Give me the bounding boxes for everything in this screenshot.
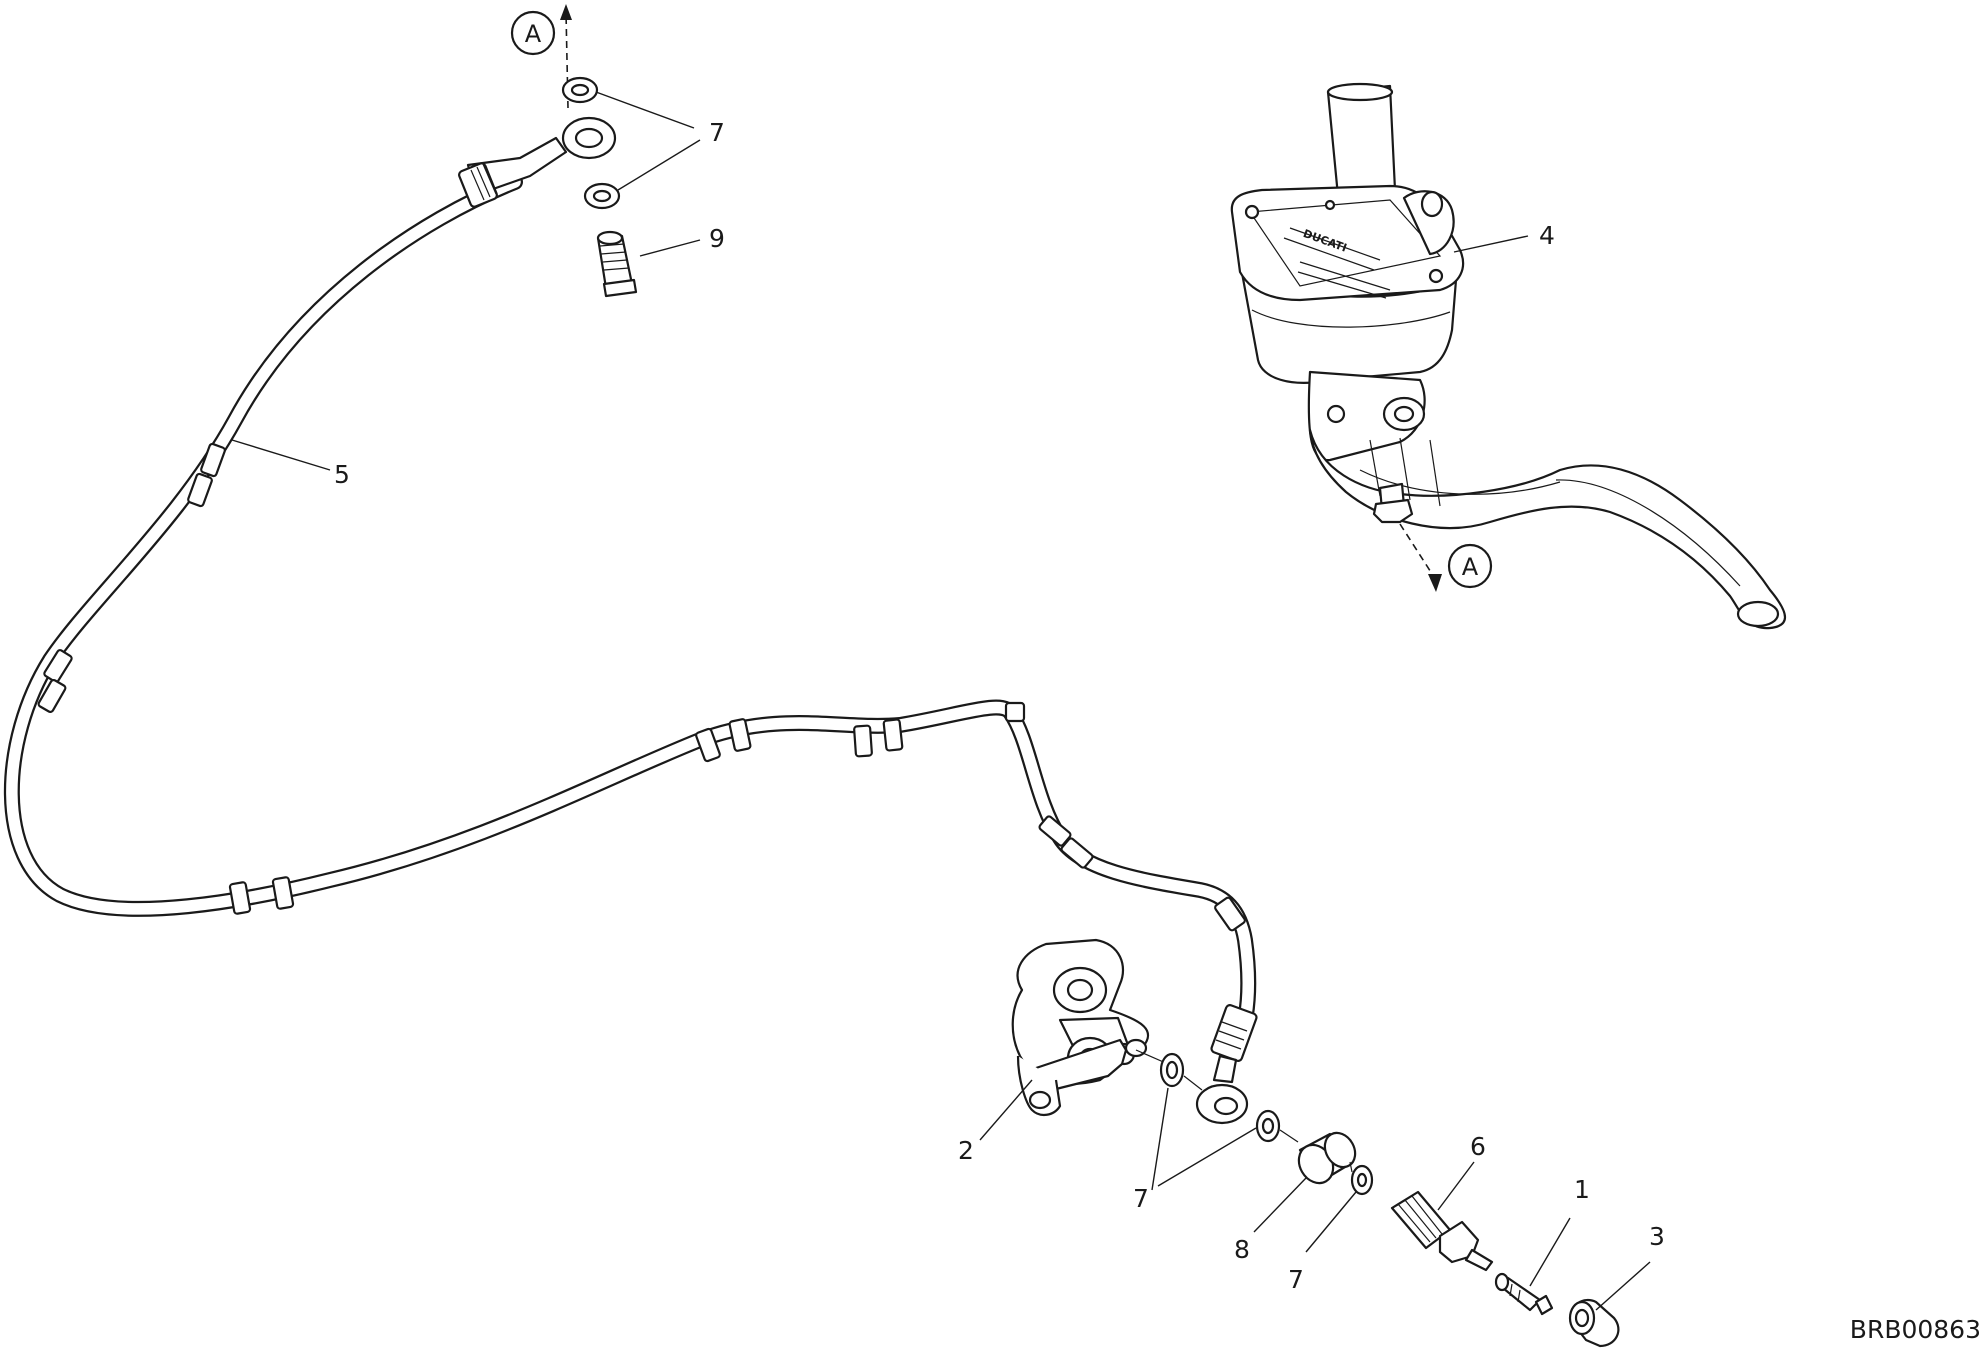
- callout-4: 4: [1539, 221, 1555, 250]
- hose-bottom-fitting: [1195, 1004, 1258, 1125]
- master-cylinder-4: DUCATI: [1230, 82, 1787, 630]
- svg-text:A: A: [1462, 553, 1479, 581]
- bleed-valve-1: [1494, 1272, 1554, 1316]
- axis-line-bottom: [1399, 523, 1437, 581]
- callout-7-bottom: 7: [1288, 1265, 1304, 1294]
- callout-numbers: 7 9 4 5 2 7 6 1 3 8 7: [334, 118, 1665, 1294]
- slave-cylinder-2: [1011, 938, 1150, 1116]
- callout-7-top: 7: [709, 118, 725, 147]
- callout-9: 9: [709, 224, 725, 253]
- callout-2: 2: [958, 1136, 974, 1165]
- callout-8: 8: [1234, 1235, 1250, 1264]
- top-banjo-bolt-assembly: [560, 4, 638, 298]
- callout-6: 6: [1470, 1132, 1486, 1161]
- drawing-reference-code: BRB00863: [1849, 1315, 1981, 1344]
- dust-cap-3: [1568, 1298, 1620, 1348]
- clutch-hose: [3, 116, 1258, 1125]
- banjo-bolt-9: [596, 230, 638, 298]
- svg-text:A: A: [525, 20, 542, 48]
- callout-5: 5: [334, 460, 350, 489]
- section-marker-bottom: A: [1447, 543, 1493, 589]
- section-marker-top: A: [510, 10, 556, 56]
- hose-clip-bands: [37, 442, 1246, 932]
- bushing-8: [1297, 1131, 1357, 1185]
- bleed-screw-6: [1390, 1190, 1494, 1272]
- leader-lines: [231, 91, 1651, 1311]
- callout-7-left: 7: [1133, 1184, 1149, 1213]
- axis-parts: [1135, 1049, 1620, 1348]
- callout-1: 1: [1574, 1175, 1590, 1204]
- hose-top-fitting: [458, 116, 617, 208]
- callout-3: 3: [1649, 1222, 1665, 1251]
